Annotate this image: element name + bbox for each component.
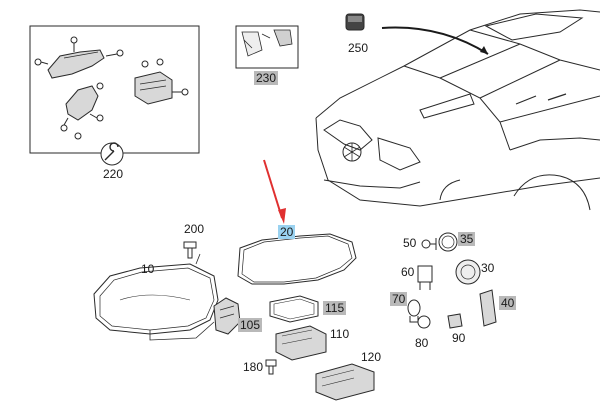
callout-90[interactable]: 90 (452, 331, 466, 345)
socket-90 (447, 313, 463, 329)
callout-220[interactable]: 220 (103, 167, 124, 181)
callout-180[interactable]: 180 (243, 360, 264, 374)
callout-70[interactable]: 70 (390, 292, 408, 306)
callout-110[interactable]: 110 (330, 327, 350, 341)
screw-180 (265, 359, 277, 375)
callout-80[interactable]: 80 (415, 336, 429, 350)
callout-105[interactable]: 105 (238, 318, 263, 332)
callout-115[interactable]: 115 (323, 301, 347, 315)
callout-200[interactable]: 200 (184, 222, 205, 236)
callout-230[interactable]: 230 (254, 71, 279, 85)
callout-40[interactable]: 40 (499, 296, 517, 310)
callout-120[interactable]: 120 (361, 350, 382, 364)
callout-50[interactable]: 50 (403, 236, 417, 250)
red-arrow-icon (263, 159, 286, 224)
ballast-120 (315, 363, 375, 401)
callout-20[interactable]: 20 (278, 225, 296, 239)
bulb-70 (407, 299, 421, 323)
part-230-box (235, 25, 299, 69)
bolt-200 (183, 241, 197, 259)
headlamp-10 (93, 253, 219, 341)
lens-cover-20 (237, 233, 357, 285)
mounting-kit-box (29, 25, 200, 154)
gasket-115 (269, 295, 319, 323)
ring-35 (438, 232, 458, 252)
wrench-icon (100, 142, 124, 166)
part-250-clip (345, 13, 489, 55)
car-illustration (315, 9, 600, 211)
callout-10[interactable]: 10 (141, 262, 155, 276)
motor-105 (213, 297, 241, 335)
control-unit-110 (275, 325, 327, 361)
bulb-50 (421, 238, 437, 250)
module-40 (479, 289, 497, 327)
callout-30[interactable]: 30 (481, 261, 495, 275)
cap-30 (455, 259, 481, 285)
callout-60[interactable]: 60 (401, 265, 415, 279)
callout-35[interactable]: 35 (458, 232, 476, 246)
callout-250[interactable]: 250 (348, 41, 369, 55)
bulb-60 (417, 265, 433, 290)
socket-80 (417, 315, 431, 329)
